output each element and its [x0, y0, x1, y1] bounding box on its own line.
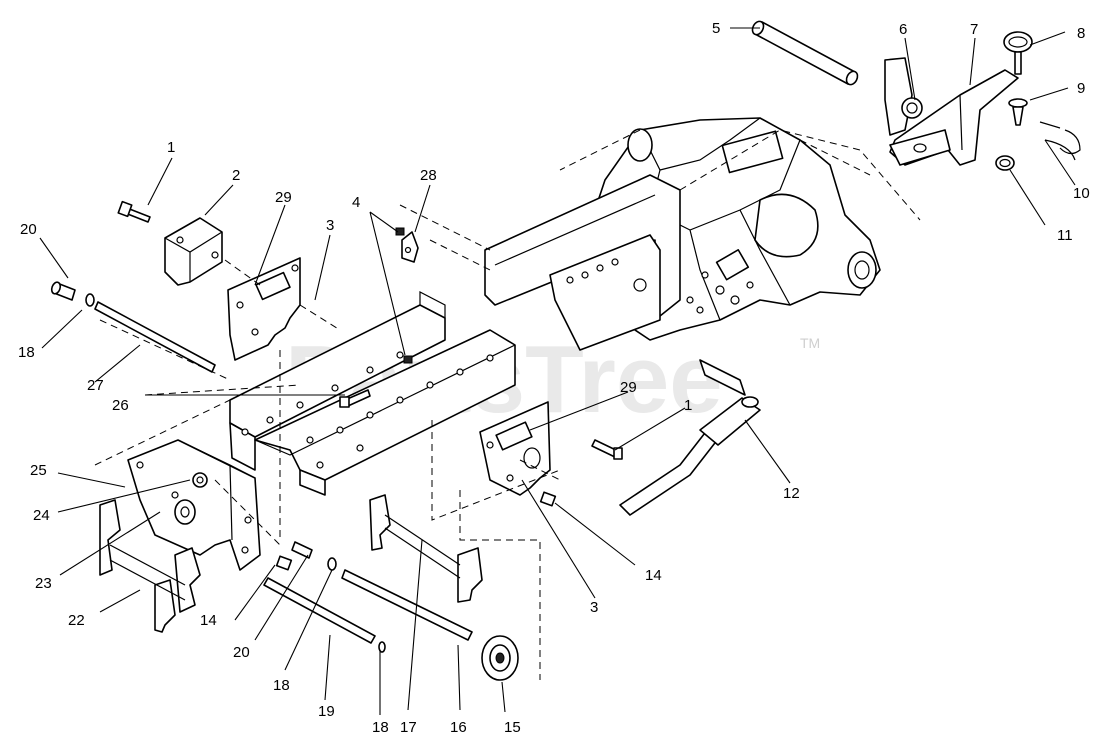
watermark-trademark: TM	[800, 335, 820, 351]
callout-28: 28	[420, 167, 437, 184]
washer-18-lower	[327, 557, 337, 571]
callout-8: 8	[1077, 25, 1085, 42]
callout-7: 7	[970, 21, 978, 38]
callout-1: 1	[167, 139, 175, 156]
spacer-20-lower	[291, 541, 313, 559]
callout-23: 23	[35, 575, 52, 592]
callout-18-left: 18	[18, 344, 35, 361]
frame-rail-upper	[484, 174, 681, 351]
callout-20-lower: 20	[233, 644, 250, 661]
side-plate-29-left	[227, 257, 301, 361]
bolt-1-right	[591, 439, 623, 460]
callout-3: 3	[326, 217, 334, 234]
callout-labels: 1 2 3 4 5 6 7 8 9 10 11 12 14 14 15 16 1…	[18, 20, 1090, 736]
frame-channel-front	[254, 329, 516, 496]
bolt-1-left	[117, 200, 151, 223]
callout-20-left: 20	[20, 221, 37, 238]
callout-17: 17	[400, 719, 417, 736]
callout-9: 9	[1077, 80, 1085, 97]
callout-10: 10	[1073, 185, 1090, 202]
mount-2	[164, 217, 223, 286]
pin-5	[751, 20, 859, 86]
callout-25: 25	[30, 462, 47, 479]
callout-11: 11	[1057, 227, 1073, 244]
rod-19	[263, 577, 376, 644]
eyebolt-8	[1003, 31, 1033, 75]
rod-16	[341, 569, 473, 641]
rod-27	[94, 301, 216, 373]
nut-24	[192, 472, 208, 488]
callout-15: 15	[504, 719, 521, 736]
callout-14-left: 14	[200, 612, 217, 629]
bracket-6	[884, 57, 923, 136]
leader-lines	[39, 27, 1076, 715]
callout-29-right: 29	[620, 379, 637, 396]
washer-18-end	[378, 641, 386, 653]
callout-24: 24	[33, 507, 50, 524]
side-plate-29-right	[479, 401, 551, 496]
callout-16: 16	[450, 719, 467, 736]
roller-23	[174, 499, 196, 525]
callout-18-end: 18	[372, 719, 389, 736]
pin-10	[1039, 121, 1081, 161]
callout-2: 2	[232, 167, 240, 184]
callout-22: 22	[68, 612, 85, 629]
callout-29-left: 29	[275, 189, 292, 206]
hitch-7	[889, 69, 1019, 166]
callout-5: 5	[712, 20, 720, 37]
wheel-15	[481, 635, 519, 681]
callout-4: 4	[352, 194, 360, 211]
lever-12	[619, 396, 761, 516]
ring-11	[995, 155, 1015, 171]
callout-3-lower: 3	[590, 599, 598, 616]
callout-6: 6	[899, 21, 907, 38]
washer-18-left	[85, 293, 95, 307]
washer-9	[1008, 98, 1028, 126]
bolt-26	[339, 389, 371, 408]
spacer-20-left	[50, 281, 76, 301]
callout-27: 27	[87, 377, 104, 394]
callout-18-lower: 18	[273, 677, 290, 694]
bushing-14-left	[275, 555, 293, 571]
link-17	[369, 494, 483, 603]
callout-26: 26	[112, 397, 129, 414]
bracket-28	[401, 231, 419, 263]
callout-19: 19	[318, 703, 335, 720]
frame-channel-3	[229, 291, 446, 471]
bushing-14-right	[539, 491, 557, 507]
nut-4	[395, 227, 413, 364]
callout-14-right: 14	[645, 567, 662, 584]
callout-1-right: 1	[684, 397, 692, 414]
callout-12: 12	[783, 485, 800, 502]
yoke-22	[99, 499, 201, 633]
